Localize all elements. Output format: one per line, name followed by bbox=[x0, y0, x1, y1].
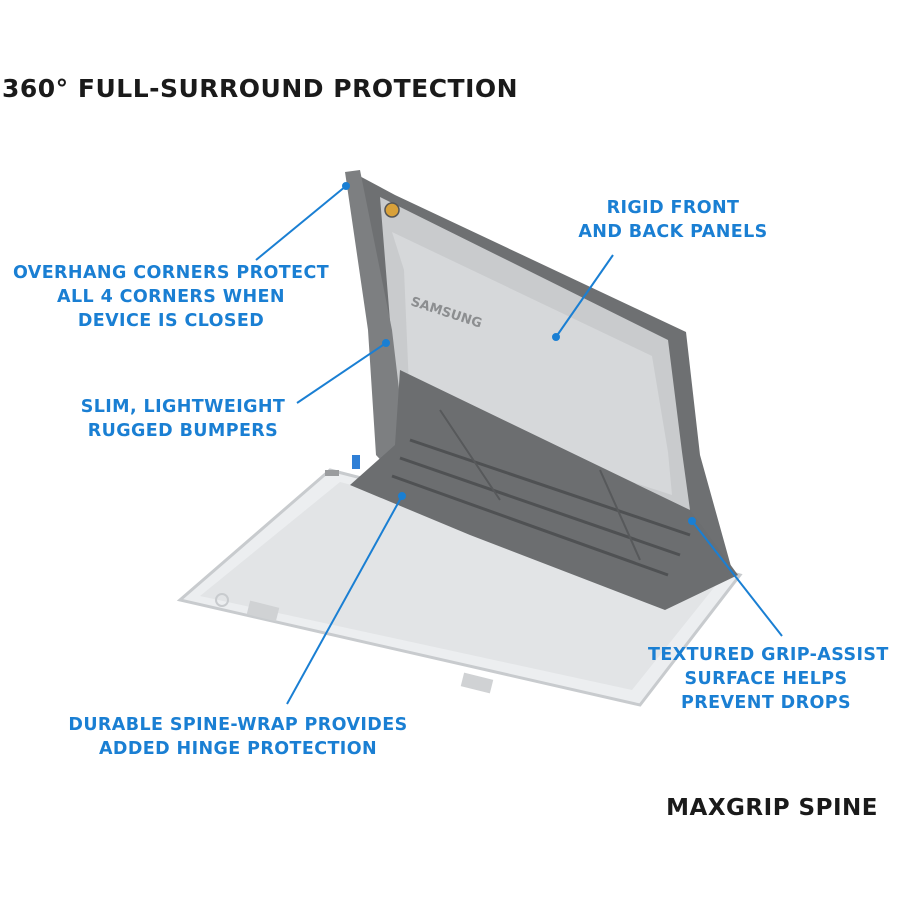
callout-bumpers-line-2: RUGGED BUMPERS bbox=[87, 421, 279, 441]
callout-bumpers-line-1: SLIM, LIGHTWEIGHT bbox=[80, 397, 286, 417]
callout-panels-line-2: AND BACK PANELS bbox=[578, 222, 768, 242]
callout-spine: DURABLE SPINE-WRAP PROVIDES ADDED HINGE … bbox=[54, 713, 422, 761]
grip-ridge-2 bbox=[399, 456, 681, 557]
base-foot-left bbox=[246, 600, 280, 622]
leader-corners-dot bbox=[342, 182, 350, 190]
spine-feature-label: MAXGRIP SPINE bbox=[666, 795, 878, 821]
callout-grip-line-1: TEXTURED GRIP-ASSIST bbox=[648, 645, 889, 665]
callout-corners-line-3: DEVICE IS CLOSED bbox=[77, 311, 265, 331]
side-port bbox=[325, 470, 339, 476]
leader-bumpers bbox=[296, 342, 387, 404]
camera-badge-icon bbox=[384, 202, 400, 218]
callout-corners-line-1: OVERHANG CORNERS PROTECT bbox=[12, 263, 330, 283]
callout-grip: TEXTURED GRIP-ASSIST SURFACE HELPS PREVE… bbox=[648, 643, 889, 715]
grip-ridge-5 bbox=[599, 469, 641, 561]
grip-ridge-3 bbox=[391, 474, 669, 577]
callout-spine-line-1: DURABLE SPINE-WRAP PROVIDES bbox=[68, 715, 408, 735]
callout-corners: OVERHANG CORNERS PROTECT ALL 4 CORNERS W… bbox=[8, 261, 334, 333]
callout-corners-line-2: ALL 4 CORNERS WHEN bbox=[57, 287, 285, 307]
leader-grip bbox=[691, 520, 783, 637]
callout-grip-line-2: SURFACE HELPS bbox=[684, 669, 848, 689]
callout-bumpers: SLIM, LIGHTWEIGHT RUGGED BUMPERS bbox=[70, 395, 296, 443]
callout-panels: RIGID FRONT AND BACK PANELS bbox=[563, 196, 783, 244]
base-screw-left bbox=[215, 593, 229, 607]
base-foot-right bbox=[460, 672, 494, 694]
callout-spine-line-2: ADDED HINGE PROTECTION bbox=[98, 739, 378, 759]
usb-port bbox=[352, 455, 360, 469]
grip-ridge-1 bbox=[409, 438, 691, 537]
leader-panels-dot bbox=[552, 333, 560, 341]
leader-spine-dot bbox=[398, 492, 406, 500]
leader-grip-dot bbox=[688, 517, 696, 525]
base-shell-inner bbox=[200, 482, 720, 690]
leader-bumpers-dot bbox=[382, 339, 390, 347]
callout-grip-line-3: PREVENT DROPS bbox=[681, 693, 851, 713]
grip-ridge-4 bbox=[439, 409, 501, 501]
lid-panel-inner bbox=[392, 232, 672, 495]
page-title: 360° FULL-SURROUND PROTECTION bbox=[2, 74, 519, 103]
leader-spine bbox=[286, 495, 403, 705]
spine-wrap bbox=[350, 370, 738, 610]
leader-corners bbox=[255, 185, 347, 261]
leader-panels bbox=[555, 254, 614, 338]
callout-panels-line-1: RIGID FRONT bbox=[606, 198, 740, 218]
side-bumper bbox=[345, 170, 405, 470]
